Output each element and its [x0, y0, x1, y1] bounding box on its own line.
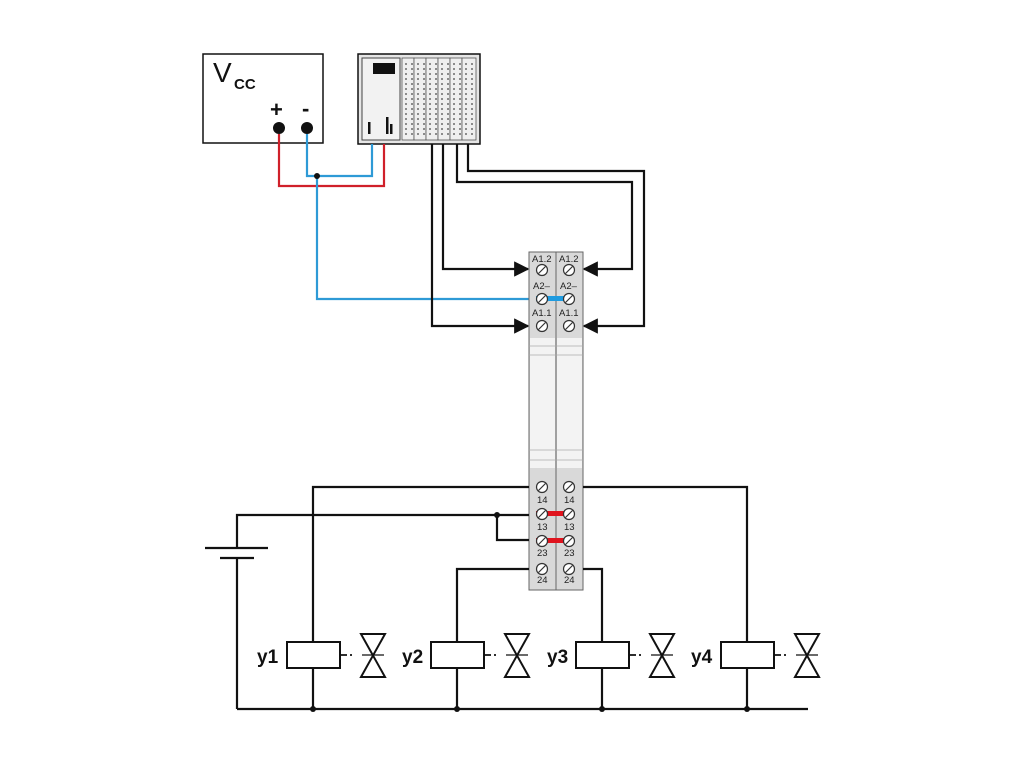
terminal-label: A2– — [533, 281, 551, 292]
solenoid-coil — [430, 641, 485, 669]
minus-sign: - — [302, 96, 309, 121]
negative-wire-plc — [305, 134, 374, 178]
terminal-label: A1.1 — [532, 308, 552, 319]
red-bridge — [536, 511, 574, 516]
supply-title-sub: CC — [234, 76, 256, 93]
terminal-label: 24 — [537, 575, 548, 586]
terminal-label: A1.1 — [559, 308, 579, 319]
plus-sign: + — [270, 97, 283, 122]
terminal-label: 14 — [564, 495, 575, 506]
load-y4: y4 — [691, 633, 821, 678]
terminal-label: 23 — [537, 548, 548, 559]
plc-io-modules — [401, 57, 477, 141]
supply-title: V — [213, 57, 232, 88]
wire-y1 — [311, 485, 529, 642]
terminal-label: A1.2 — [532, 254, 552, 265]
output-wire-a11-left — [430, 144, 530, 334]
wire-y2 — [455, 567, 529, 642]
relay-right-body — [557, 338, 582, 468]
terminal-label: 13 — [537, 522, 548, 533]
load-y2: y2 — [402, 633, 531, 678]
terminal-label: A2– — [560, 281, 578, 292]
load-label: y4 — [691, 647, 713, 668]
load-y3: y3 — [547, 633, 676, 678]
negative-wire-relay — [315, 176, 529, 301]
relay-module: A1.2 A1.2 A2– A2– A1.1 A1.1 14 14 13 13 … — [528, 251, 584, 591]
minus-terminal — [301, 122, 313, 134]
plc-output-wiring — [430, 144, 646, 334]
plc-indicator — [386, 117, 389, 134]
terminal-label: A1.2 — [559, 254, 579, 265]
junction-dots — [310, 512, 750, 712]
load-y1: y1 — [257, 633, 387, 678]
plus-terminal — [273, 122, 285, 134]
terminal-label: 14 — [537, 495, 548, 506]
loads: y1 y2 y3 y4 — [257, 633, 821, 678]
load-label: y2 — [402, 647, 423, 668]
plc-io-module — [461, 57, 477, 141]
plc-indicator — [390, 124, 393, 134]
terminal-label: 24 — [564, 575, 575, 586]
positive-wire — [277, 134, 386, 188]
power-supply: V CC + - — [202, 53, 324, 144]
solenoid-coil — [286, 641, 341, 669]
load-label: y3 — [547, 647, 568, 668]
red-bridge — [536, 538, 574, 543]
output-wire-a11-right — [466, 144, 646, 334]
terminal-label: 13 — [564, 522, 575, 533]
supply-wiring — [277, 134, 529, 301]
plc-rack — [357, 53, 481, 145]
solenoid-coil — [720, 641, 775, 669]
relay-left-body — [530, 338, 555, 468]
solenoid-coil — [575, 641, 630, 669]
terminal-label: 23 — [564, 548, 575, 559]
battery-positive-wire — [235, 513, 529, 548]
junction-dot — [314, 173, 320, 179]
plc-display — [373, 63, 395, 74]
terminal-screws — [535, 263, 576, 576]
output-wire-a12-right — [455, 144, 634, 277]
plc-terminal-dots — [405, 63, 473, 135]
plc-indicator — [368, 122, 371, 134]
wire-y3 — [583, 567, 604, 642]
output-wire-a12-left — [441, 144, 530, 277]
wire-y4 — [583, 485, 749, 642]
load-label: y1 — [257, 647, 279, 668]
jumper-13-23 — [495, 515, 529, 542]
blue-bridge — [536, 296, 574, 301]
load-circuit — [205, 485, 808, 711]
